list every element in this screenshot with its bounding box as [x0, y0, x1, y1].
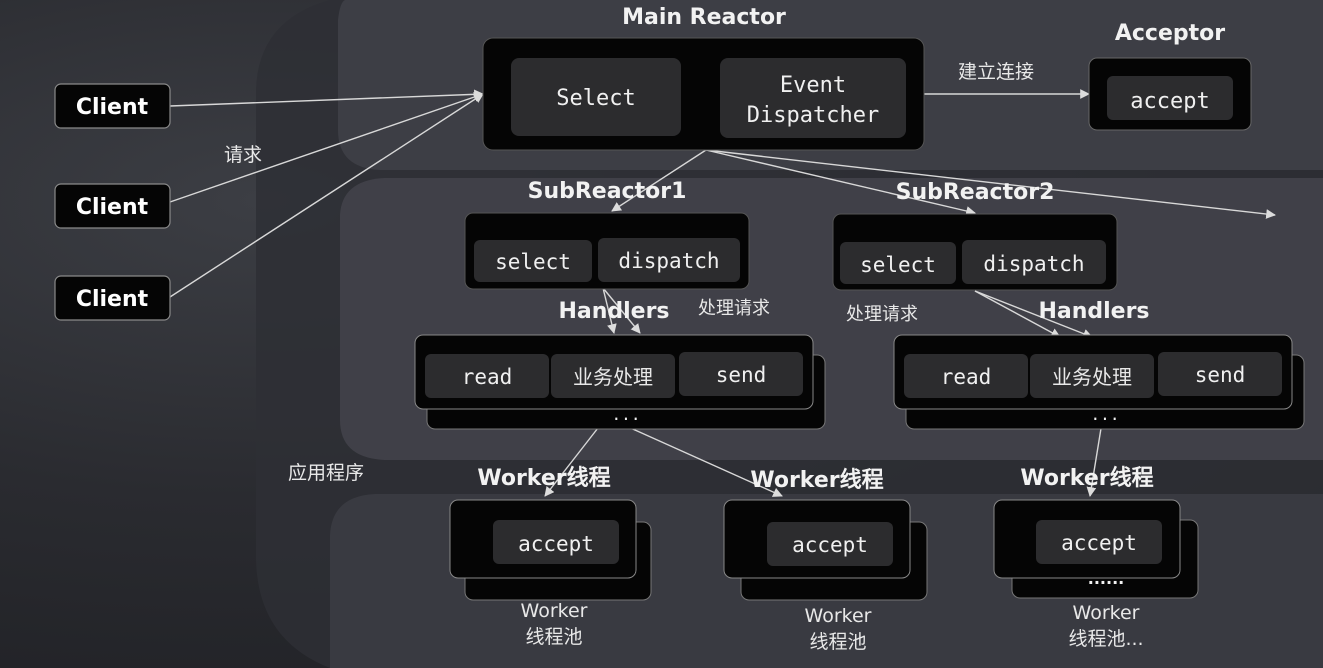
handlers1-more: ... — [612, 405, 641, 424]
worker2-pool-line2: 线程池 — [809, 631, 866, 653]
worker-3-title: Worker线程 — [1020, 465, 1153, 491]
main-reactor: Main Reactor Select Event Dispatcher — [482, 5, 925, 151]
handlers-1-title: Handlers — [558, 299, 669, 324]
client-2: Client — [54, 183, 171, 229]
arrow-main-more — [705, 149, 1276, 219]
worker-3: Worker线程 accept ...... Worker 线程池... — [993, 465, 1199, 650]
handlers-2-title: Handlers — [1038, 299, 1149, 324]
sub2-process-label: 处理请求 — [846, 304, 918, 325]
client-1-label: Client — [76, 95, 149, 120]
arrow-handlers1-worker2 — [625, 425, 783, 497]
handlers2-more: ... — [1091, 405, 1120, 424]
handlers2-business-label: 业务处理 — [1052, 365, 1132, 389]
arrow-main-sub1 — [611, 149, 707, 212]
handlers1-business-label: 业务处理 — [573, 365, 653, 389]
select-box — [511, 58, 681, 136]
arrow-sub1-handlers-a — [602, 287, 617, 334]
dispatcher-line1: Event — [780, 73, 846, 98]
sub-reactor-2-title: SubReactor2 — [896, 180, 1055, 205]
arrow-sub2-handlers-a — [974, 290, 1061, 338]
sub-reactor-1-title: SubReactor1 — [528, 179, 687, 204]
dispatcher-line2: Dispatcher — [747, 103, 879, 128]
worker1-accept-label: accept — [518, 532, 594, 556]
worker1-pool-line1: Worker — [521, 600, 588, 622]
sub-reactor-1: SubReactor1 select dispatch — [464, 179, 750, 290]
acceptor-accept-label: accept — [1130, 89, 1209, 114]
main-reactor-title: Main Reactor — [622, 5, 786, 30]
worker3-pool-line1: Worker — [1073, 602, 1140, 624]
clients: Client Client Client — [54, 83, 171, 321]
client-1: Client — [54, 83, 171, 129]
client-3-label: Client — [76, 287, 149, 312]
worker3-accept-label: accept — [1061, 531, 1137, 555]
handlers2-read-label: read — [941, 365, 992, 389]
app-label: 应用程序 — [288, 462, 364, 484]
connect-label: 建立连接 — [958, 61, 1034, 83]
arrow-client1-main — [169, 89, 484, 107]
sub1-select-label: select — [495, 250, 571, 274]
worker1-pool-line2: 线程池 — [525, 626, 582, 648]
handlers1-send-label: send — [716, 363, 767, 387]
client-2-label: Client — [76, 195, 149, 220]
arrow-sub1-handlers-b — [602, 287, 641, 334]
event-dispatcher-box — [720, 58, 906, 138]
sub-reactor-2: SubReactor2 select dispatch — [832, 180, 1118, 291]
acceptor-title: Acceptor — [1115, 21, 1225, 46]
arrow-sub2-handlers-b — [974, 290, 1093, 339]
handlers-2: read 业务处理 send ... — [893, 334, 1305, 430]
handlers1-read-label: read — [462, 365, 513, 389]
select-label: Select — [556, 86, 635, 111]
handlers-1: read 业务处理 send ... — [414, 334, 826, 430]
worker2-pool-line1: Worker — [805, 605, 872, 627]
sub2-select-label: select — [860, 253, 936, 277]
request-label: 请求 — [224, 144, 262, 166]
worker-1: Worker线程 accept Worker 线程池 — [449, 465, 652, 648]
worker2-accept-label: accept — [792, 533, 868, 557]
connectors — [169, 89, 1276, 497]
sub2-dispatch-label: dispatch — [983, 252, 1084, 276]
worker-2: Worker线程 accept Worker 线程池 — [723, 467, 928, 653]
worker-2-title: Worker线程 — [750, 467, 883, 493]
arrow-client2-main — [169, 92, 484, 203]
sub1-dispatch-label: dispatch — [618, 249, 719, 273]
worker3-pool-line2: 线程池... — [1068, 628, 1143, 650]
arrow-main-sub2 — [705, 149, 976, 216]
client-3: Client — [54, 275, 171, 321]
arrow-client3-main — [169, 93, 484, 298]
worker3-more: ...... — [1088, 569, 1124, 588]
worker-1-title: Worker线程 — [477, 465, 610, 491]
sub1-process-label: 处理请求 — [698, 298, 770, 319]
handlers2-send-label: send — [1195, 363, 1246, 387]
acceptor: Acceptor accept — [1088, 21, 1252, 131]
